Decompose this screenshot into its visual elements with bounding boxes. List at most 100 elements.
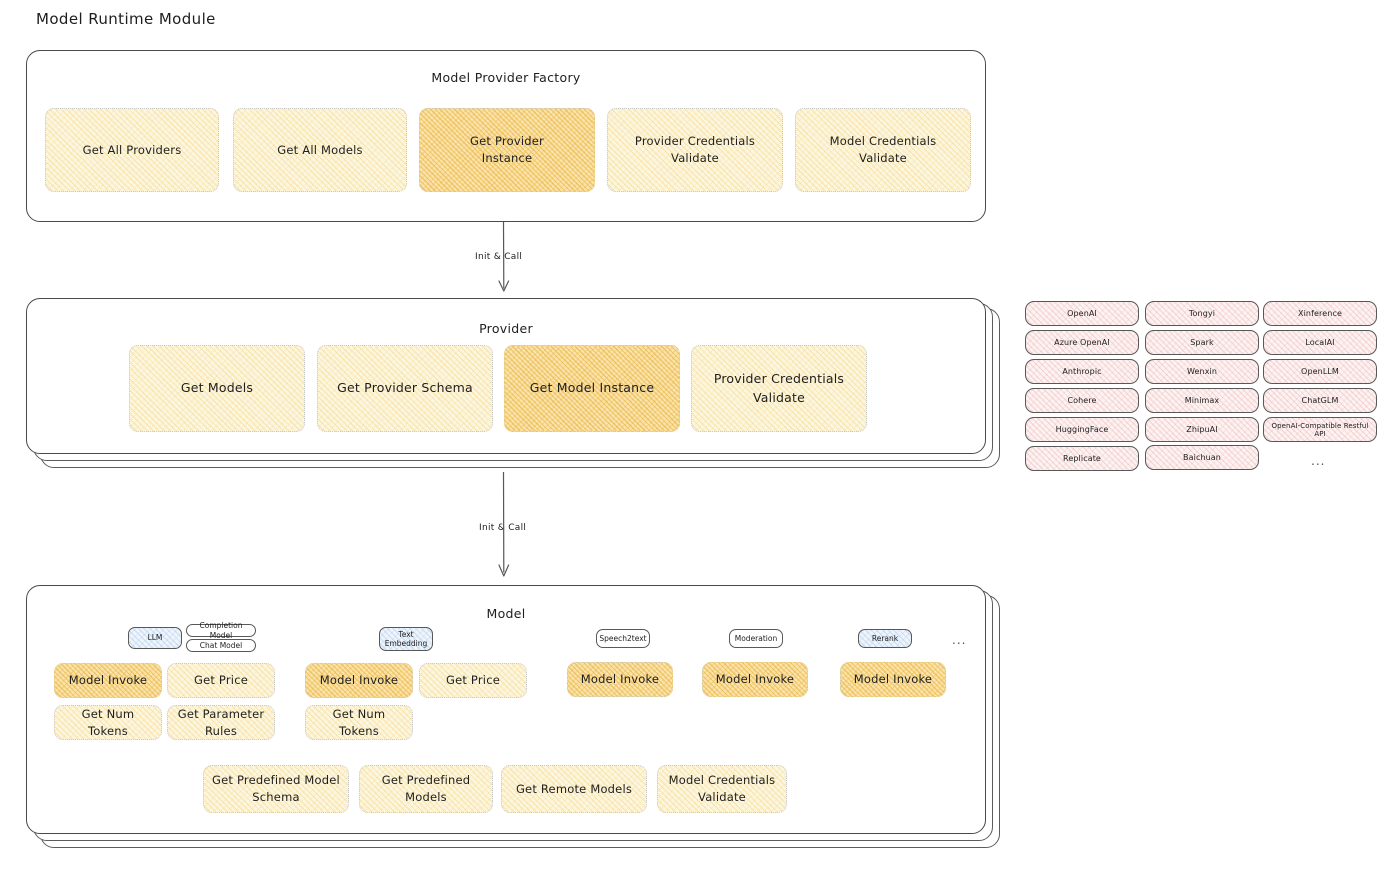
text-embedding-item-label: Get Price — [445, 673, 500, 688]
provider-chip-openllm[interactable]: OpenLLM — [1263, 359, 1377, 384]
factory-item-label: Get All Models — [277, 142, 363, 157]
model-type-tag-label: LLM — [147, 633, 163, 643]
provider-chip-label: Azure OpenAI — [1054, 338, 1110, 347]
model-type-tag-label: Rerank — [871, 633, 899, 643]
provider-chip-openai-compatible-restful-api[interactable]: OpenAI-Compatible Restful API — [1263, 417, 1377, 442]
factory-item-label: Get All Providers — [82, 142, 182, 157]
text-embedding-item-label: Model Invoke — [319, 673, 399, 688]
provider-chip-spark[interactable]: Spark — [1145, 330, 1259, 355]
provider-chip-anthropic[interactable]: Anthropic — [1025, 359, 1139, 384]
rerank-item-model-invoke[interactable]: Model Invoke — [840, 662, 946, 697]
provider-chip-label: HuggingFace — [1055, 425, 1109, 434]
model-provider-factory-title: Model Provider Factory — [431, 70, 581, 85]
provider-chip-tongyi[interactable]: Tongyi — [1145, 301, 1259, 326]
llm-item-get-price[interactable]: Get Price — [167, 663, 275, 698]
provider-chip-baichuan[interactable]: Baichuan — [1145, 445, 1259, 470]
model-subtag-label: Completion Model — [199, 621, 243, 640]
provider-chip-azure-openai[interactable]: Azure OpenAI — [1025, 330, 1139, 355]
connector-label-init-and-call-1: Init & Call — [472, 252, 526, 262]
model-type-tag-label: Speech2text — [599, 633, 647, 643]
provider-chip-label: OpenAI — [1067, 309, 1097, 318]
model-shared-get-remote-models[interactable]: Get Remote Models — [501, 765, 647, 813]
model-groups-more-ellipsis: ... — [952, 633, 967, 647]
provider-chip-label: ChatGLM — [1301, 396, 1339, 405]
provider-chip-chatglm[interactable]: ChatGLM — [1263, 388, 1377, 413]
llm-item-label: Get Price — [193, 673, 248, 688]
page-title: Model Runtime Module — [36, 10, 216, 28]
provider-chip-label: LocalAI — [1305, 338, 1335, 347]
model-type-tag-llm[interactable]: LLM — [128, 627, 182, 649]
provider-chip-xinference[interactable]: Xinference — [1263, 301, 1377, 326]
provider-chip-cohere[interactable]: Cohere — [1025, 388, 1139, 413]
text-embedding-item-get-num-tokens[interactable]: Get Num Tokens — [305, 705, 413, 740]
rerank-item-label: Model Invoke — [853, 672, 933, 687]
provider-chip-label: Cohere — [1067, 396, 1097, 405]
model-type-tag-speech2text[interactable]: Speech2text — [596, 629, 650, 648]
provider-item-get-provider-schema[interactable]: Get Provider Schema — [317, 345, 493, 432]
text-embedding-item-get-price[interactable]: Get Price — [419, 663, 527, 698]
llm-item-label: Get Num Tokens — [81, 706, 135, 738]
model-subtag-chat-model[interactable]: Chat Model — [186, 639, 256, 652]
provider-chip-label: Wenxin — [1186, 367, 1218, 376]
speech2text-item-label: Model Invoke — [580, 672, 660, 687]
factory-item-get-all-models[interactable]: Get All Models — [233, 108, 407, 192]
llm-item-model-invoke[interactable]: Model Invoke — [54, 663, 162, 698]
speech2text-item-model-invoke[interactable]: Model Invoke — [567, 662, 673, 697]
factory-item-get-all-providers[interactable]: Get All Providers — [45, 108, 219, 192]
moderation-item-model-invoke[interactable]: Model Invoke — [702, 662, 808, 697]
model-subtag-completion-model[interactable]: Completion Model — [186, 621, 256, 640]
provider-chip-label: Xinference — [1298, 309, 1342, 318]
provider-chip-replicate[interactable]: Replicate — [1025, 446, 1139, 471]
connector-factory-to-provider — [498, 222, 510, 292]
provider-chip-label: OpenLLM — [1301, 367, 1339, 376]
provider-item-get-model-instance[interactable]: Get Model Instance — [504, 345, 680, 432]
provider-chip-minimax[interactable]: Minimax — [1145, 388, 1259, 413]
provider-item-get-models[interactable]: Get Models — [129, 345, 305, 432]
model-subtag-label: Chat Model — [199, 640, 243, 650]
provider-chip-huggingface[interactable]: HuggingFace — [1025, 417, 1139, 442]
provider-title: Provider — [479, 321, 533, 336]
model-type-tag-label: Moderation — [734, 633, 778, 643]
provider-chip-label: Tongyi — [1188, 309, 1216, 318]
provider-item-label: Get Model Instance — [529, 380, 655, 396]
provider-item-label: Get Models — [180, 380, 254, 396]
provider-chip-label: Replicate — [1063, 454, 1101, 463]
provider-chip-label: Spark — [1190, 338, 1214, 347]
provider-chip-localai[interactable]: LocalAI — [1263, 330, 1377, 355]
provider-chip-label: Minimax — [1184, 396, 1220, 405]
model-title: Model — [486, 606, 526, 621]
provider-chip-wenxin[interactable]: Wenxin — [1145, 359, 1259, 384]
provider-item-label: Get Provider Schema — [337, 380, 473, 396]
model-type-tag-rerank[interactable]: Rerank — [858, 629, 912, 648]
llm-item-label: Model Invoke — [68, 673, 148, 688]
provider-chip-zhipuai[interactable]: ZhipuAI — [1145, 417, 1259, 442]
text-embedding-item-label: Get Num Tokens — [332, 706, 386, 738]
connector-provider-to-model — [498, 472, 510, 577]
moderation-item-label: Model Invoke — [715, 672, 795, 687]
llm-item-get-num-tokens[interactable]: Get Num Tokens — [54, 705, 162, 740]
model-type-tag-moderation[interactable]: Moderation — [729, 629, 783, 648]
text-embedding-item-model-invoke[interactable]: Model Invoke — [305, 663, 413, 698]
provider-chip-label: OpenAI-Compatible Restful API — [1271, 421, 1369, 438]
provider-chip-openai[interactable]: OpenAI — [1025, 301, 1139, 326]
provider-chip-label: Anthropic — [1062, 367, 1102, 376]
